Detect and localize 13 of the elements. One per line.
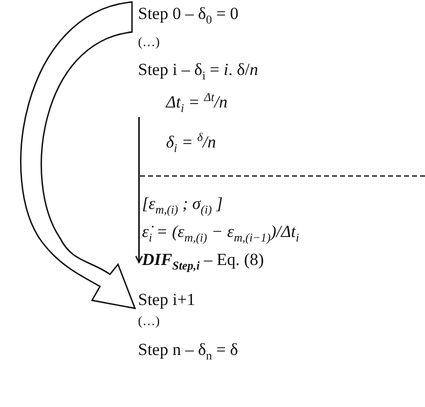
step-text: (…) (138, 313, 160, 329)
curved-block-arrow (20, 1, 136, 310)
step-text: Step n – δ$_{n}$ = δ (138, 340, 238, 363)
step-text: ε̇$_{i}$ = (ε$_{m,(i)}$ − ε$_{m,(i−1)}$)/Δt$_{i}$ (142, 222, 299, 245)
step-text: [ε$_{m,(i)}$ ; σ$_{(i)}$ ] (142, 194, 223, 217)
step-text: δ$_{i}$ = $^{δ}$/n (166, 130, 216, 156)
step-text: Δt$_{i}$ = $^{Δt}$/n (166, 90, 228, 116)
step-text: Step i – δ$_{i}$ = i. δ/n (138, 60, 258, 83)
step-text: DIF$_{Step,i}$ – Eq. (8) (142, 250, 264, 273)
step-text: Step 0 – δ$_{0}$ = 0 (138, 4, 239, 27)
step-text: Step i+1 (138, 290, 196, 310)
arrow (135, 117, 143, 264)
step-text: (…) (138, 34, 160, 50)
